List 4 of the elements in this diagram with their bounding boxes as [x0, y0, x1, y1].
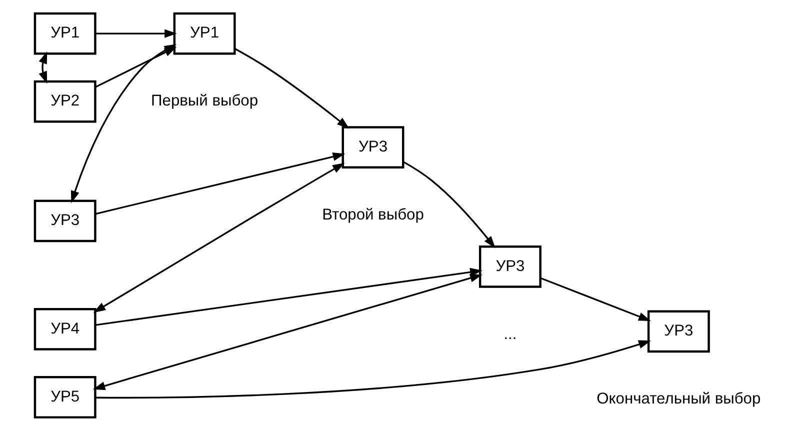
node-label: Первый выбор — [150, 92, 258, 110]
node-label: Окончательный выбор — [596, 390, 760, 408]
node-label: ... — [503, 325, 516, 342]
node-label: Второй выбор — [322, 206, 424, 224]
